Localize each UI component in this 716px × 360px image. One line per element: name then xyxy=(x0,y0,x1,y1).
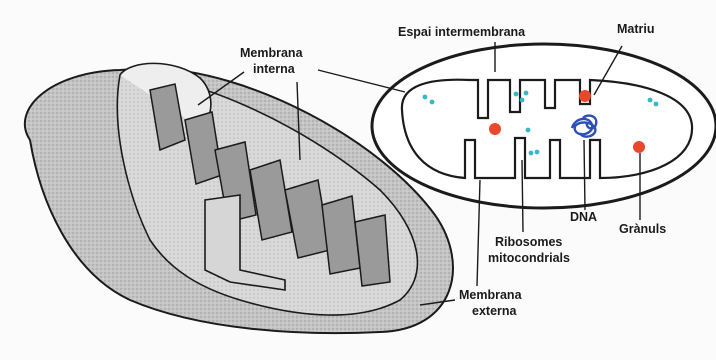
ribosome-dot xyxy=(529,151,534,156)
ribosome-dot xyxy=(535,150,540,155)
granule-dot xyxy=(489,123,501,135)
ribosome-dot xyxy=(654,102,659,107)
label-granuls: Grànuls xyxy=(619,222,666,237)
label-ribosomes-1: Ribosomes xyxy=(495,235,562,250)
label-ribosomes-2: mitocondrials xyxy=(488,251,570,266)
ribosome-dot xyxy=(648,98,653,103)
label-membrana-externa-1: Membrana xyxy=(459,288,522,303)
label-membrana-interna-1: Membrana xyxy=(240,46,303,61)
cross-section xyxy=(372,44,716,208)
label-espai-intermembrana: Espai intermembrana xyxy=(398,25,525,40)
ribosome-dot xyxy=(430,100,435,105)
label-dna: DNA xyxy=(570,210,597,225)
ribosome-dot xyxy=(524,91,529,96)
granule-dot xyxy=(579,90,591,102)
label-membrana-externa-2: externa xyxy=(472,304,516,319)
label-membrana-interna-2: interna xyxy=(253,62,295,77)
label-matriu: Matriu xyxy=(617,22,655,37)
granule-dot xyxy=(633,141,645,153)
ribosome-dot xyxy=(514,92,519,97)
ribosome-dot xyxy=(526,128,531,133)
ribosome-dot xyxy=(520,98,525,103)
ribosome-dot xyxy=(423,95,428,100)
